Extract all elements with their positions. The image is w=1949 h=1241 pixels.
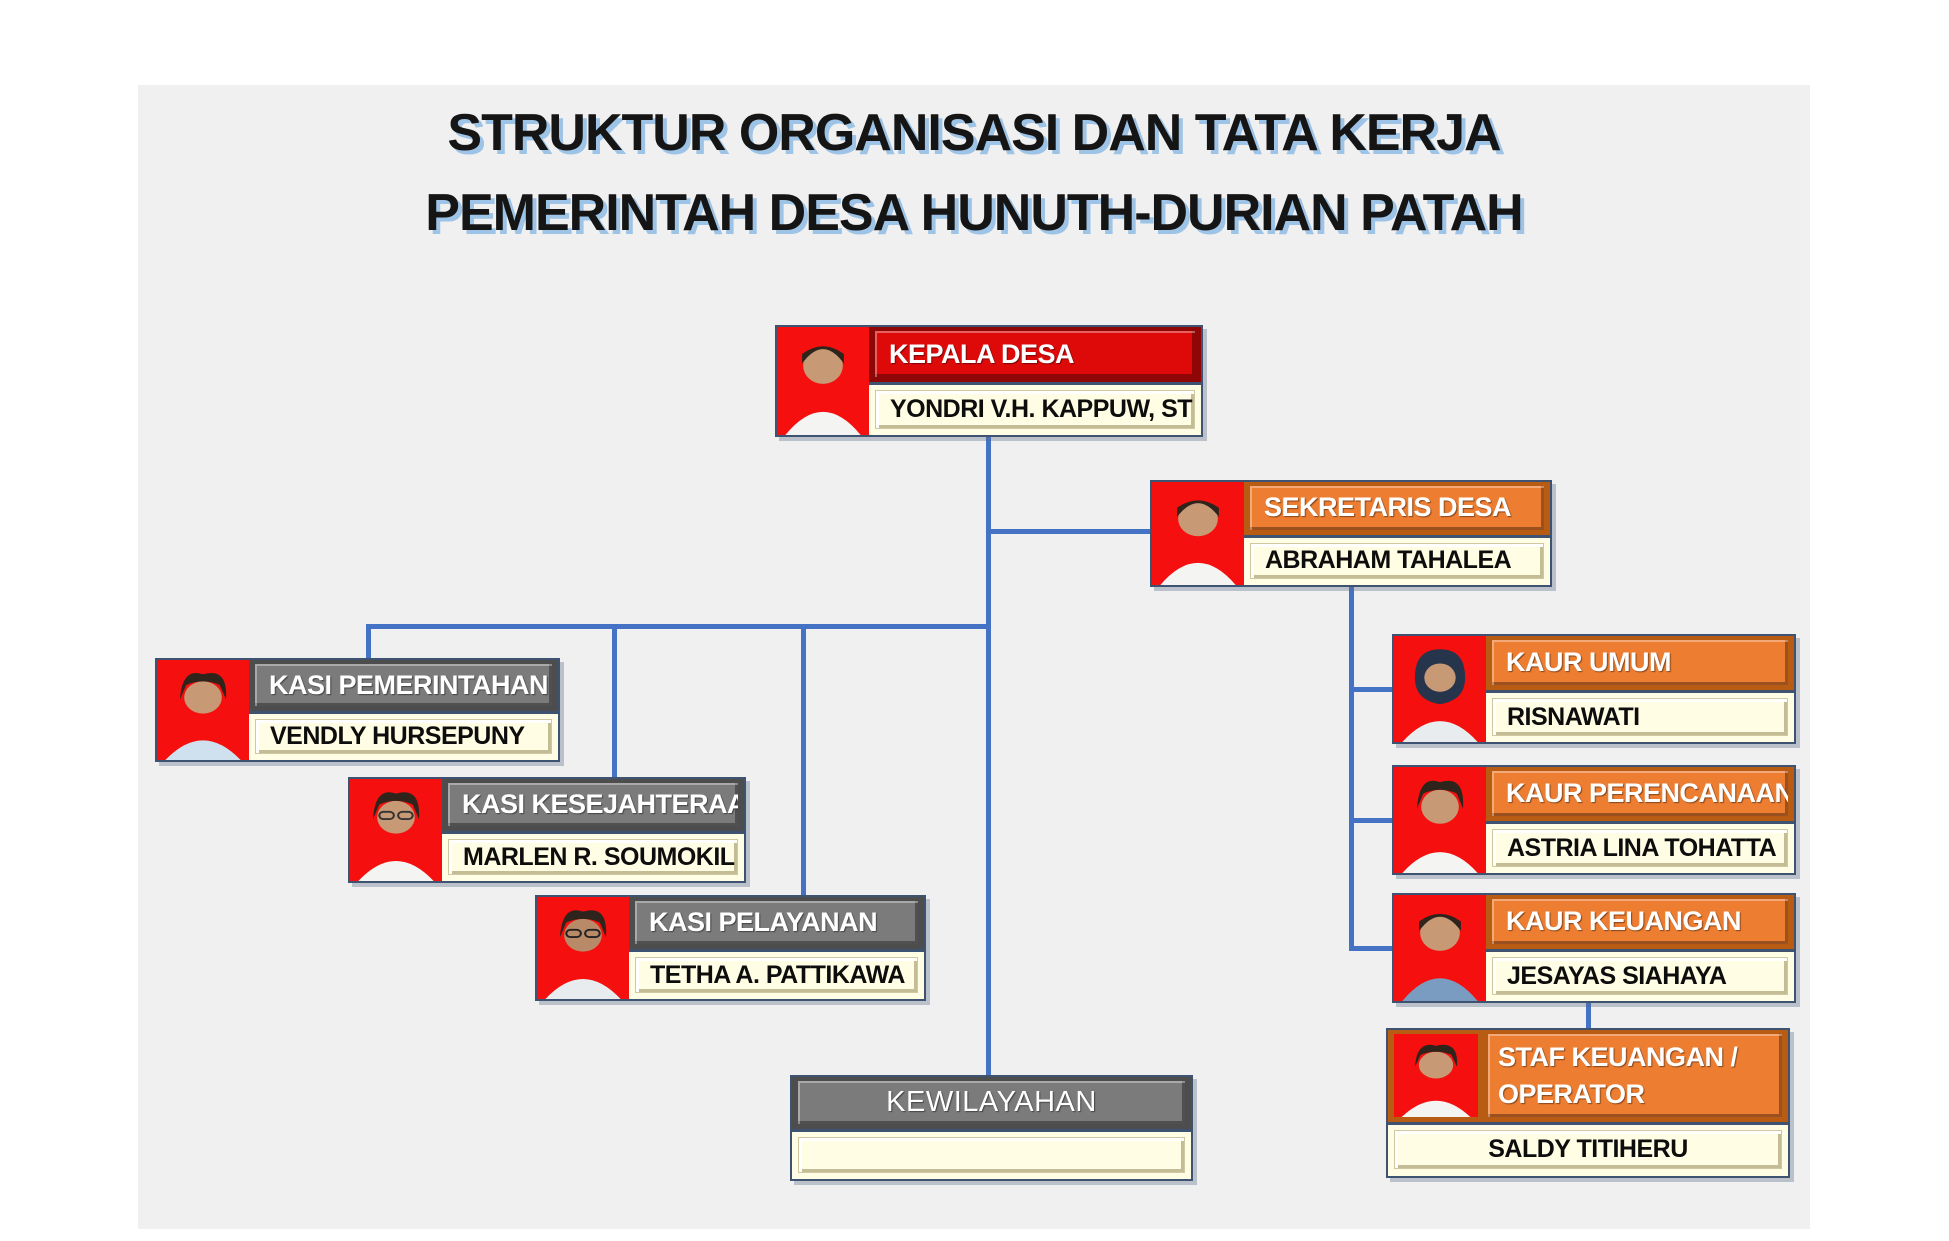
orgbox-sekretaris-desa: SEKRETARIS DESA ABRAHAM TAHALEA	[1150, 480, 1552, 587]
name-field	[792, 1132, 1191, 1179]
portrait-photo	[1394, 1034, 1478, 1117]
person-name: MARLEN R. SOUMOKIL	[463, 842, 735, 871]
portrait-photo	[1394, 895, 1486, 1001]
name-field: ABRAHAM TAHALEA	[1244, 537, 1550, 585]
org-chart-canvas: STRUKTUR ORGANISASI DAN TATA KERJA PEMER…	[138, 85, 1810, 1229]
person-name: VENDLY HURSEPUNY	[270, 722, 525, 750]
orgbox-kaur-umum: KAUR UMUM RISNAWATI	[1392, 634, 1796, 744]
connector-kepala-trunk	[986, 437, 991, 1075]
connector-stub-kaur-perencanaan	[1349, 818, 1394, 823]
role-title: KAUR KEUANGAN	[1506, 906, 1742, 937]
role-header: KEPALA DESA	[869, 327, 1201, 386]
name-field: SALDY TITIHERU	[1388, 1125, 1788, 1175]
connector-stub-kaur-keuangan	[1349, 946, 1394, 951]
role-header: KAUR UMUM	[1486, 636, 1794, 694]
orgbox-kaur-perencanaan: KAUR PERENCANAAN ASTRIA LINA TOHATTA	[1392, 765, 1796, 875]
orgbox-kasi-pemerintahan: KASI PEMERINTAHAN VENDLY HURSEPUNY	[155, 658, 560, 762]
connector-sekretaris-trunk	[1349, 587, 1354, 951]
role-title: KEPALA DESA	[889, 338, 1075, 369]
orgbox-kasi-kesejahteraan: KASI KESEJAHTERAAN MARLEN R. SOUMOKIL	[348, 777, 746, 883]
connector-kasi-branch	[366, 624, 991, 629]
orgbox-staf-keuangan-operator: STAF KEUANGAN / OPERATOR SALDY TITIHERU	[1386, 1028, 1790, 1178]
portrait-photo	[537, 897, 629, 999]
name-field: MARLEN R. SOUMOKIL	[442, 834, 744, 881]
person-name: YONDRI V.H. KAPPUW, ST	[890, 395, 1193, 424]
name-field: JESAYAS SIAHAYA	[1486, 952, 1794, 1001]
role-header: KASI PEMERINTAHAN	[249, 660, 558, 714]
orgbox-kaur-keuangan: KAUR KEUANGAN JESAYAS SIAHAYA	[1392, 893, 1796, 1003]
role-header: KASI KESEJAHTERAAN	[442, 779, 744, 835]
page-title-line1: STRUKTUR ORGANISASI DAN TATA KERJA	[447, 104, 1501, 162]
role-title: KAUR PERENCANAAN	[1506, 778, 1788, 809]
role-title: KASI PELAYANAN	[649, 907, 878, 938]
role-title: KASI KESEJAHTERAAN	[462, 789, 738, 820]
portrait-photo	[157, 660, 249, 760]
name-field: TETHA A. PATTIKAWA	[629, 952, 924, 999]
role-header: STAF KEUANGAN / OPERATOR	[1388, 1030, 1788, 1125]
role-title: KASI PEMERINTAHAN	[269, 669, 549, 700]
role-header: KAUR PERENCANAAN	[1486, 767, 1794, 825]
person-name: ABRAHAM TAHALEA	[1265, 546, 1512, 575]
role-title: STAF KEUANGAN / OPERATOR	[1498, 1042, 1738, 1109]
role-header: KASI PELAYANAN	[629, 897, 924, 953]
portrait-photo	[1394, 767, 1486, 873]
name-field: VENDLY HURSEPUNY	[249, 714, 558, 760]
name-field: YONDRI V.H. KAPPUW, ST	[869, 385, 1201, 435]
name-field: ASTRIA LINA TOHATTA	[1486, 824, 1794, 873]
role-title: SEKRETARIS DESA	[1264, 492, 1512, 523]
person-name: JESAYAS SIAHAYA	[1507, 961, 1727, 990]
portrait-photo	[350, 779, 442, 881]
person-name: RISNAWATI	[1507, 702, 1640, 731]
portrait-photo	[777, 327, 869, 435]
role-header: SEKRETARIS DESA	[1244, 482, 1550, 538]
portrait-photo	[1394, 636, 1486, 742]
connector-drop-kesejahteraan	[612, 624, 617, 779]
role-title: KAUR UMUM	[1506, 647, 1671, 678]
orgbox-kasi-pelayanan: KASI PELAYANAN TETHA A. PATTIKAWA	[535, 895, 926, 1001]
connector-drop-pemerintahan	[366, 624, 371, 660]
role-header: KAUR KEUANGAN	[1486, 895, 1794, 953]
role-title: KEWILAYAHAN	[886, 1086, 1097, 1119]
portrait-photo	[1152, 482, 1244, 585]
connector-stub-kaur-umum	[1349, 687, 1394, 692]
role-header: KEWILAYAHAN	[792, 1077, 1191, 1133]
orgbox-kewilayahan: KEWILAYAHAN	[790, 1075, 1193, 1181]
connector-drop-pelayanan	[801, 624, 806, 897]
connector-sekretaris-stub	[986, 529, 1153, 534]
person-name: SALDY TITIHERU	[1488, 1135, 1688, 1163]
person-name: ASTRIA LINA TOHATTA	[1507, 833, 1777, 862]
person-name: TETHA A. PATTIKAWA	[650, 960, 905, 989]
page-title-line2: PEMERINTAH DESA HUNUTH-DURIAN PATAH	[425, 184, 1523, 242]
connector-drop-staf	[1586, 1003, 1591, 1030]
page-title: STRUKTUR ORGANISASI DAN TATA KERJA PEMER…	[138, 93, 1810, 253]
name-field: RISNAWATI	[1486, 693, 1794, 742]
orgbox-kepala-desa: KEPALA DESA YONDRI V.H. KAPPUW, ST	[775, 325, 1203, 437]
